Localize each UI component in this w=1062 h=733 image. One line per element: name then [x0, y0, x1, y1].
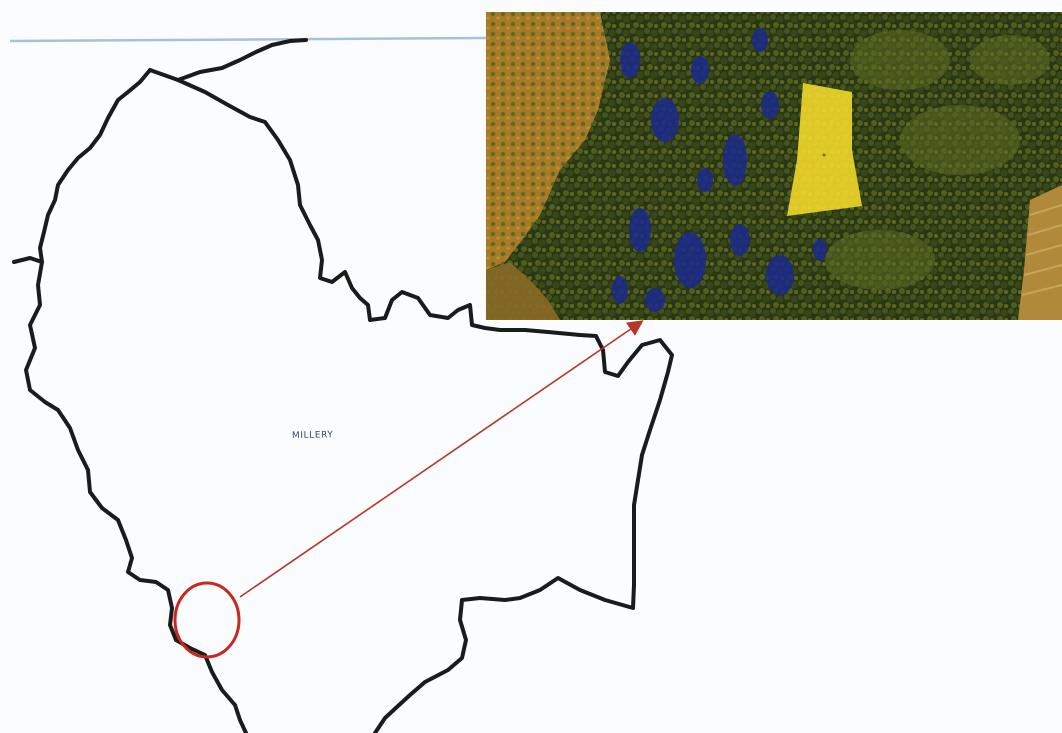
- commune-label: MILLERY: [292, 430, 334, 441]
- commune-boundary: [148, 68, 674, 733]
- locator-circle: [173, 581, 241, 659]
- water-patches: [612, 28, 827, 312]
- parcel-highlight: [787, 83, 862, 216]
- commune-boundary-north-spur: [176, 38, 308, 82]
- meadow-area-east: [1018, 185, 1062, 320]
- meadow-area-west: [486, 12, 610, 270]
- aerial-photo-inset: [486, 12, 1062, 320]
- pointer-arrow: [239, 320, 644, 598]
- top-scan-rule: [9, 36, 487, 43]
- commune-boundary-west: [12, 68, 248, 733]
